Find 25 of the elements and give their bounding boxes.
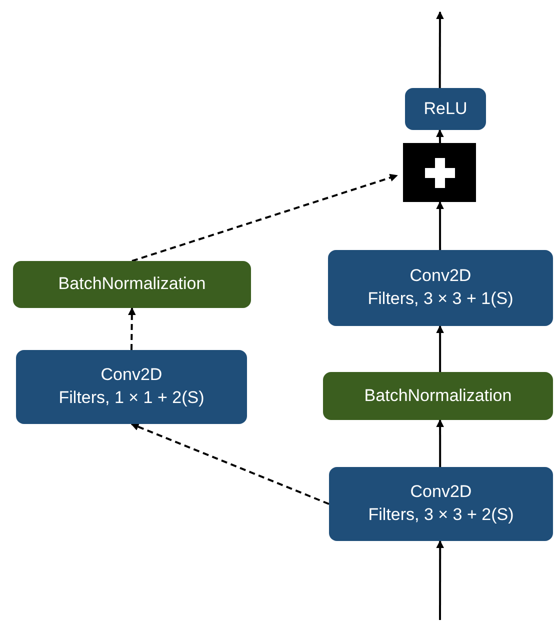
layer-label: Filters, 3 × 3 + 1(S) [368,288,514,310]
arrow [436,419,444,467]
arrow [436,11,444,88]
layer-label: BatchNormalization [364,384,512,407]
layer-label: Filters, 3 × 3 + 2(S) [368,504,514,526]
layer-box [405,88,486,130]
layer-label: Conv2D [100,364,162,386]
layer-label: BatchNormalization [58,273,206,296]
layer-label: Conv2D [410,265,472,288]
arrow [436,325,444,372]
layer-box [328,250,553,326]
layer-box [329,467,553,541]
layer-box [323,372,553,420]
add-box [403,143,476,202]
layer-label: ReLU [424,98,468,120]
layer-label: Filters, 1 × 1 + 2(S) [58,387,204,409]
layer-label: Conv2D [410,481,472,504]
arrow [132,174,398,262]
arrow [128,307,136,350]
arrow [130,423,330,505]
layer-box [16,350,247,424]
arrow [436,201,444,250]
layer-box [13,261,251,308]
arrow [436,540,444,620]
arrow [436,129,444,144]
